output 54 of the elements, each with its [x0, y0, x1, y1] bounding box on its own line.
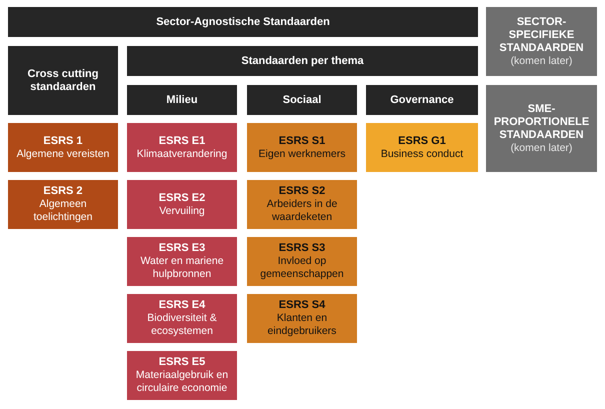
- box-description: Eigen werknemers: [258, 148, 346, 160]
- box-title: Sociaal: [282, 94, 322, 106]
- standard-box: [247, 237, 357, 286]
- future-standard-box: [486, 7, 597, 76]
- category-header: [127, 46, 478, 76]
- box-title: SECTOR-SPECIFIEKE STANDAARDEN: [498, 16, 585, 54]
- standard-box: [247, 294, 357, 343]
- box-title: ESRS G1: [398, 134, 446, 148]
- box-title: ESRS S3: [278, 242, 326, 255]
- box-title: ESRS S2: [278, 185, 326, 198]
- box-note: (komen later): [510, 142, 572, 154]
- category-header: [8, 7, 478, 37]
- standard-box: [247, 123, 357, 172]
- box-description: Algemene vereisten: [16, 148, 110, 160]
- box-description: Water en mariene hulpbronnen: [139, 255, 225, 281]
- standard-box: [8, 123, 118, 172]
- standard-box: [247, 180, 357, 229]
- box-description: Arbeiders in de waardeketen: [266, 198, 338, 224]
- box-title: SME-PROPORTIONELE STANDAARDEN: [492, 102, 590, 142]
- box-description: Vervuiling: [159, 204, 205, 218]
- box-title: ESRS E2: [158, 192, 206, 204]
- box-description: Algemeen toelichtingen: [32, 198, 94, 224]
- box-title: ESRS E4: [158, 299, 206, 312]
- box-title: ESRS 2: [43, 185, 83, 198]
- category-header: [127, 85, 237, 115]
- category-header: [247, 85, 357, 115]
- box-title: ESRS E1: [158, 134, 206, 148]
- category-header: [366, 85, 478, 115]
- box-description: Klimaatverandering: [136, 148, 228, 160]
- box-description: Invloed op gemeenschappen: [259, 255, 345, 281]
- standard-box: [127, 123, 237, 172]
- standard-box: [127, 237, 237, 286]
- box-title: ESRS E3: [158, 242, 206, 255]
- future-standard-box: [486, 85, 597, 172]
- standard-box: [127, 351, 237, 400]
- box-title: Cross cutting standaarden: [26, 68, 100, 94]
- box-title: Milieu: [166, 94, 198, 106]
- box-title: ESRS E5: [158, 356, 206, 369]
- box-title: Governance: [390, 94, 454, 106]
- box-title: Sector-Agnostische Standaarden: [156, 16, 330, 28]
- box-title: Standaarden per thema: [241, 54, 364, 68]
- box-title: ESRS 1: [43, 134, 83, 148]
- standard-box: [127, 180, 237, 229]
- box-description: Biodiversiteit & ecosystemen: [146, 312, 218, 338]
- box-note: (komen later): [510, 54, 572, 68]
- standard-box: [366, 123, 478, 172]
- standard-box: [8, 180, 118, 229]
- category-header: [8, 46, 118, 115]
- box-description: Materiaalgebruik en circulaire economie: [134, 369, 230, 395]
- box-description: Business conduct: [380, 148, 464, 160]
- box-description: Klanten en eindgebruikers: [266, 312, 338, 338]
- box-title: ESRS S4: [278, 299, 326, 312]
- box-title: ESRS S1: [278, 134, 326, 148]
- standard-box: [127, 294, 237, 343]
